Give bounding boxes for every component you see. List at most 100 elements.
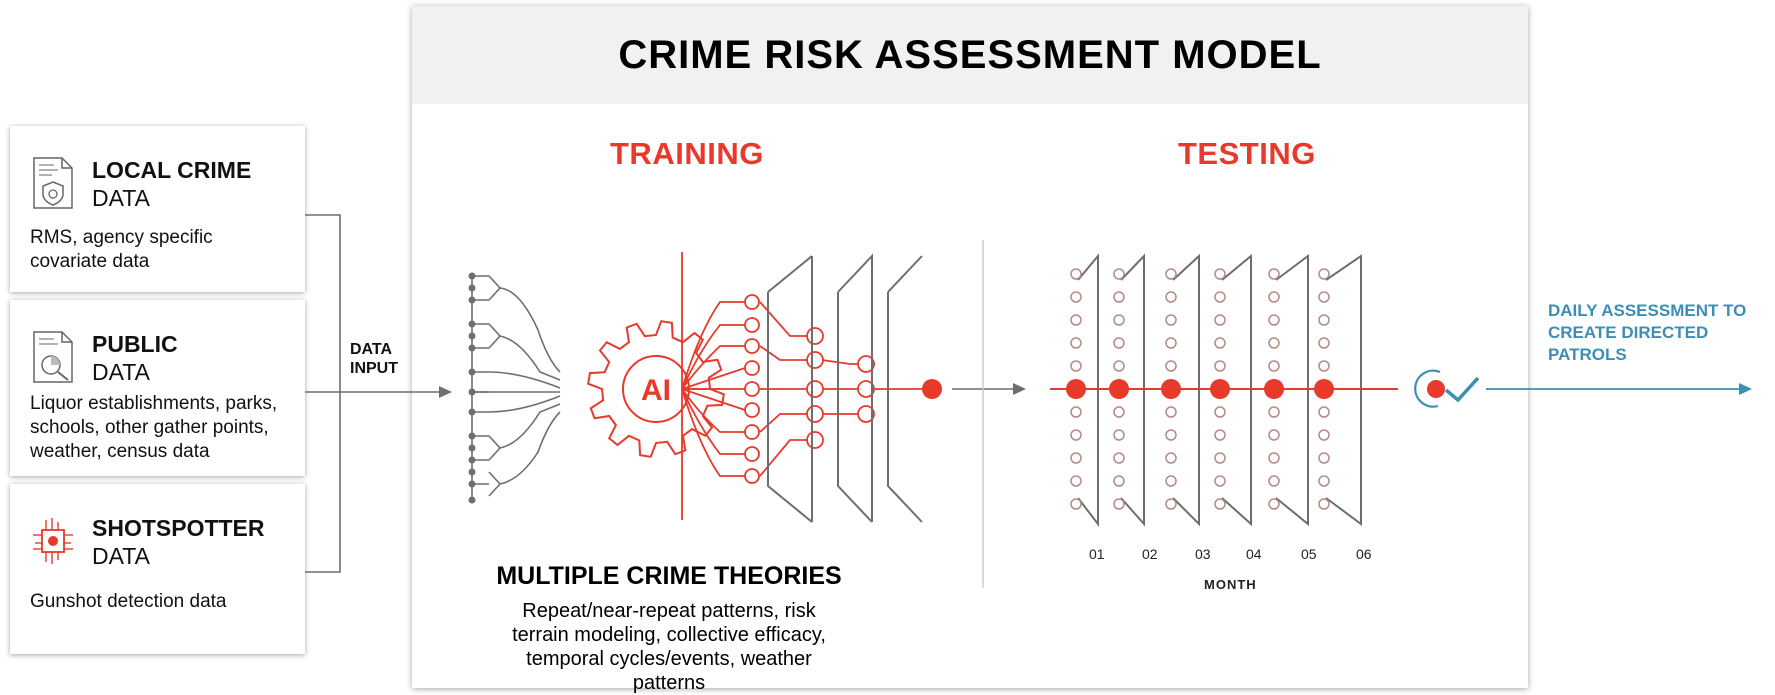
data-input-label-text: DATA INPUT [350, 341, 398, 377]
data-input-label: DATA INPUT [350, 340, 410, 378]
card-description: RMS, agency specific covariate data [30, 227, 213, 272]
testing-node [1113, 314, 1125, 326]
testing-node [1318, 498, 1330, 510]
testing-node [1113, 406, 1125, 418]
testing-node [1318, 406, 1330, 418]
card-description: Liquor establishments, parks, schools, o… [30, 393, 278, 462]
training-output-node [922, 379, 942, 399]
testing-node [1070, 452, 1082, 464]
testing-node [1318, 360, 1330, 372]
testing-node [1214, 452, 1226, 464]
testing-node [1165, 291, 1177, 303]
header-band [412, 6, 1528, 104]
testing-node [1214, 406, 1226, 418]
testing-node [1268, 337, 1280, 349]
training-to-testing-arrowhead [1013, 383, 1026, 395]
input-nodes [468, 272, 476, 504]
testing-node [1318, 475, 1330, 487]
testing-node [1070, 360, 1082, 372]
testing-node [1214, 360, 1226, 372]
input-card-local-crime: LOCAL CRIME DATA RMS, agency specific co… [10, 126, 305, 292]
testing-node [1070, 337, 1082, 349]
training-label: TRAINING [610, 136, 764, 171]
testing-node [1165, 429, 1177, 441]
testing-node [1214, 429, 1226, 441]
document-chart-search-icon [30, 330, 76, 384]
testing-node [1214, 498, 1226, 510]
testing-node [1318, 452, 1330, 464]
testing-node [1268, 291, 1280, 303]
testing-node [1268, 406, 1280, 418]
month-tick-label: 04 [1246, 546, 1262, 562]
testing-node [1070, 475, 1082, 487]
month-tick-label: 02 [1142, 546, 1158, 562]
testing-node [1113, 360, 1125, 372]
testing-node [1268, 475, 1280, 487]
testing-node [1318, 429, 1330, 441]
document-shield-icon [30, 156, 76, 210]
testing-node [1070, 291, 1082, 303]
training-network [681, 252, 922, 520]
testing-node [1113, 291, 1125, 303]
page-title: CRIME RISK ASSESSMENT MODEL [618, 33, 1322, 77]
testing-node [1113, 337, 1125, 349]
testing-node [1165, 475, 1177, 487]
testing-node [1165, 360, 1177, 372]
testing-node [1070, 314, 1082, 326]
output-label: DAILY ASSESSMENT TO CREATE DIRECTED PATR… [1548, 300, 1763, 366]
testing-node [1165, 452, 1177, 464]
month-tick-label: 03 [1195, 546, 1211, 562]
card-subtitle: DATA [92, 543, 150, 569]
input-card-shotspotter: SHOTSPOTTER DATA Gunshot detection data [10, 484, 305, 654]
testing-node [1318, 291, 1330, 303]
testing-label: TESTING [1178, 136, 1316, 171]
testing-node [1268, 429, 1280, 441]
input-bracket [305, 214, 440, 573]
input-card-public: PUBLIC DATA Liquor establishments, parks… [10, 300, 305, 476]
testing-node [1113, 452, 1125, 464]
testing-node [1070, 268, 1082, 280]
circuit-chip-icon [30, 514, 76, 568]
testing-node [1318, 314, 1330, 326]
testing-node [1113, 268, 1125, 280]
card-title: PUBLIC [92, 331, 178, 357]
input-neural-tree [470, 275, 561, 500]
input-arrowhead [439, 386, 452, 398]
card-title: SHOTSPOTTER [92, 515, 265, 541]
month-tick-label: 01 [1089, 546, 1105, 562]
testing-node [1070, 406, 1082, 418]
target-check-icon [1414, 369, 1480, 408]
month-tick-label: 05 [1301, 546, 1317, 562]
theories-description: Repeat/near-repeat patterns, risk terrai… [512, 600, 826, 694]
card-title: LOCAL CRIME [92, 157, 252, 183]
testing-node [1214, 314, 1226, 326]
testing-node [1268, 498, 1280, 510]
testing-node [1113, 429, 1125, 441]
output-label-text: DAILY ASSESSMENT TO CREATE DIRECTED PATR… [1548, 301, 1747, 364]
testing-node [1165, 314, 1177, 326]
testing-node [1165, 268, 1177, 280]
testing-node [1070, 498, 1082, 510]
testing-node [1268, 452, 1280, 464]
testing-node [1165, 498, 1177, 510]
card-description: Gunshot detection data [30, 591, 227, 612]
testing-node [1214, 268, 1226, 280]
testing-node [1165, 406, 1177, 418]
testing-node [1070, 429, 1082, 441]
ai-label: AI [641, 374, 671, 407]
month-tick-label: 06 [1356, 546, 1372, 562]
testing-node [1214, 337, 1226, 349]
testing-node [1214, 475, 1226, 487]
testing-node [1214, 291, 1226, 303]
training-layer-panels [767, 253, 923, 523]
testing-node [1113, 475, 1125, 487]
model-panel: CRIME RISK ASSESSMENT MODEL TRAINING TES… [412, 6, 1528, 694]
card-subtitle: DATA [92, 185, 150, 211]
card-subtitle: DATA [92, 359, 150, 385]
testing-node [1318, 268, 1330, 280]
testing-node [1113, 498, 1125, 510]
testing-node [1318, 337, 1330, 349]
testing-node [1268, 360, 1280, 372]
testing-node [1268, 314, 1280, 326]
